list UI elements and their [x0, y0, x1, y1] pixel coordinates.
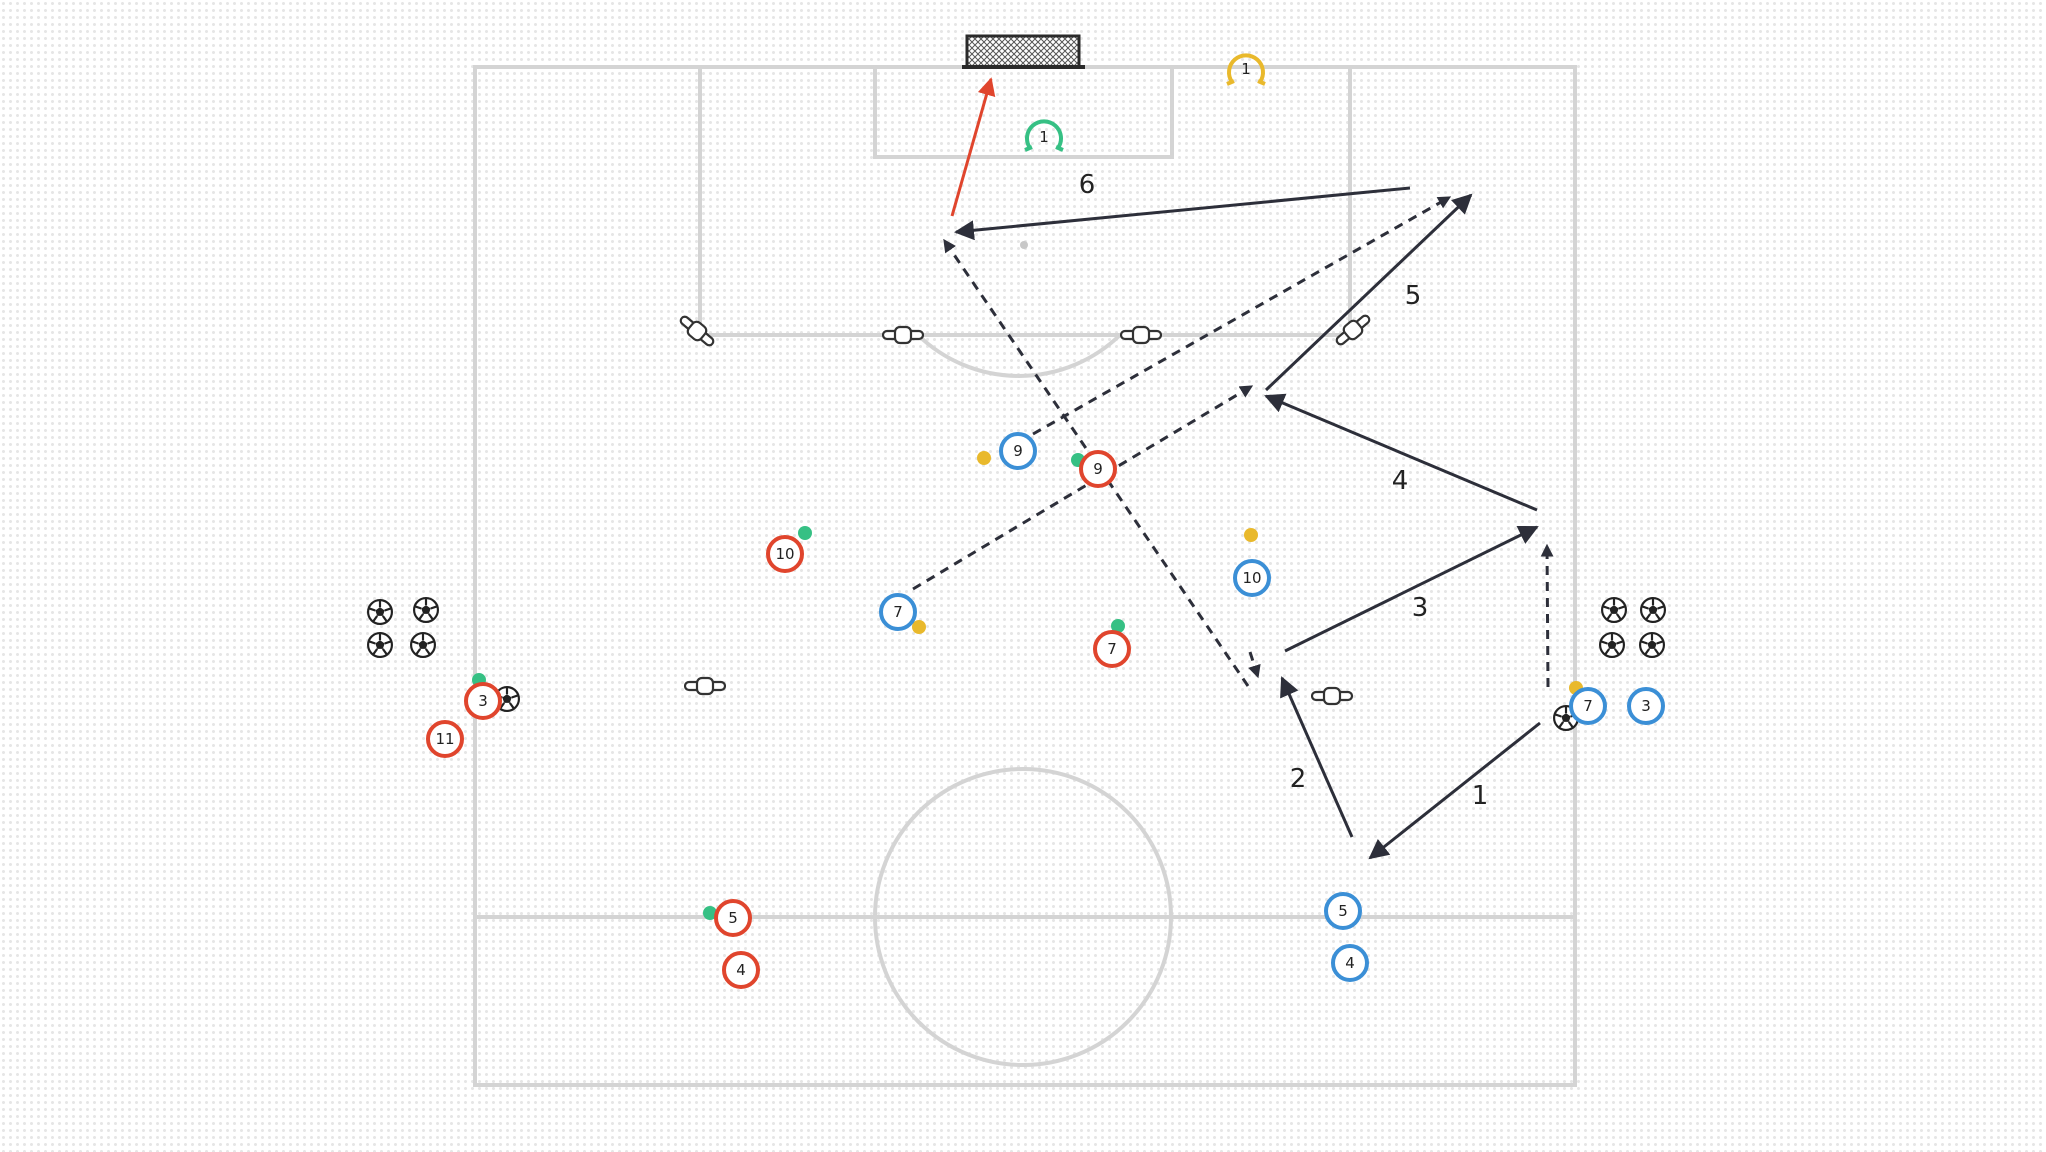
pass-arrow-3[interactable] [1284, 525, 1539, 653]
blue-player-9[interactable]: 9 [999, 432, 1037, 470]
penalty-arc [916, 333, 1122, 378]
bib-marker-icon [703, 906, 717, 920]
bib-marker-icon [912, 620, 926, 634]
bib-marker-icon [798, 526, 812, 540]
pass-arrow-1[interactable] [1368, 721, 1541, 860]
goal-icon [962, 34, 1085, 69]
svg-text:7: 7 [893, 603, 903, 621]
bib-marker-icon [1244, 528, 1258, 542]
red-player-9[interactable]: 9 [1079, 450, 1117, 488]
goalkeeper-yellow[interactable]: 1 [1226, 53, 1266, 86]
mannequin-icon[interactable] [684, 676, 726, 696]
blue-player-7[interactable]: 7 [879, 593, 917, 631]
run-arrow[interactable] [912, 384, 1254, 591]
penalty-spot [1020, 241, 1028, 249]
arrows [912, 186, 1554, 860]
football-icon[interactable] [413, 597, 439, 623]
football-icon[interactable] [367, 632, 393, 658]
six-yard-box [873, 65, 1174, 159]
mannequin-icon[interactable] [675, 310, 719, 352]
penalty-area [698, 65, 1352, 337]
sequence-label-1: 1 [1472, 781, 1489, 811]
blue-player-5[interactable]: 5 [1324, 892, 1362, 930]
svg-text:9: 9 [1013, 442, 1023, 460]
shot-arrow[interactable] [950, 77, 996, 217]
mannequin-icon[interactable] [1331, 309, 1375, 351]
svg-text:9: 9 [1093, 460, 1103, 478]
goalkeeper-number: 1 [1241, 60, 1251, 78]
goalkeeper-green[interactable]: 1 [1024, 119, 1064, 152]
red-player-7[interactable]: 7 [1093, 630, 1131, 668]
svg-text:4: 4 [1345, 954, 1355, 972]
mannequin-icon[interactable] [1120, 325, 1162, 345]
mannequin-icon[interactable] [1311, 686, 1353, 706]
ball-supply-right [1599, 597, 1666, 658]
blue-player-3[interactable]: 3 [1627, 687, 1665, 725]
svg-text:11: 11 [435, 730, 454, 748]
red-team: 3 11 10 9 7 5 4 [426, 450, 1131, 989]
ball-supply-left [367, 597, 439, 658]
football-icon[interactable] [1599, 632, 1625, 658]
football-icon[interactable] [367, 599, 393, 625]
sequence-label-4: 4 [1392, 466, 1409, 496]
run-arrow[interactable] [1248, 651, 1261, 679]
svg-text:3: 3 [1641, 697, 1651, 715]
blue-player-10[interactable]: 10 [1233, 559, 1271, 597]
blue-team: 9 7 10 7 3 5 4 [879, 432, 1665, 982]
pass-arrow-4[interactable] [1264, 393, 1538, 512]
bib-marker-icon [1111, 619, 1125, 633]
pass-arrow-2[interactable] [1280, 676, 1354, 838]
red-player-10[interactable]: 10 [766, 535, 804, 573]
football-icon[interactable] [1639, 632, 1665, 658]
svg-text:4: 4 [736, 961, 746, 979]
svg-text:10: 10 [1242, 569, 1261, 587]
red-player-5[interactable]: 5 [714, 899, 752, 937]
sequence-label-5: 5 [1405, 281, 1422, 311]
pass-arrow-6[interactable] [954, 186, 1411, 241]
run-arrow[interactable] [1032, 195, 1452, 436]
blue-player-7-wide[interactable]: 7 [1569, 687, 1607, 725]
svg-text:5: 5 [728, 909, 738, 927]
sequence-labels: 1 2 3 4 5 6 [1079, 170, 1489, 811]
football-icon[interactable] [410, 632, 436, 658]
bib-marker-icon [977, 451, 991, 465]
run-arrow[interactable] [1540, 543, 1554, 688]
red-player-11[interactable]: 11 [426, 720, 464, 758]
svg-text:7: 7 [1107, 640, 1117, 658]
football-icon[interactable] [1601, 597, 1627, 623]
mannequin-icon[interactable] [882, 325, 924, 345]
goalkeeper-number: 1 [1039, 128, 1049, 146]
sequence-label-2: 2 [1290, 764, 1307, 794]
sequence-label-6: 6 [1079, 170, 1096, 200]
football-icon[interactable] [1640, 597, 1666, 623]
red-player-4[interactable]: 4 [722, 951, 760, 989]
mannequins [675, 309, 1375, 706]
svg-text:10: 10 [775, 545, 794, 563]
centre-circle [873, 767, 1173, 1067]
red-player-3[interactable]: 3 [464, 682, 502, 720]
sequence-label-3: 3 [1412, 593, 1429, 623]
blue-player-4[interactable]: 4 [1331, 944, 1369, 982]
pass-arrow-5[interactable] [1264, 193, 1473, 392]
svg-text:7: 7 [1583, 697, 1593, 715]
run-arrow[interactable] [942, 238, 1250, 687]
svg-text:3: 3 [478, 692, 488, 710]
svg-text:5: 5 [1338, 902, 1348, 920]
